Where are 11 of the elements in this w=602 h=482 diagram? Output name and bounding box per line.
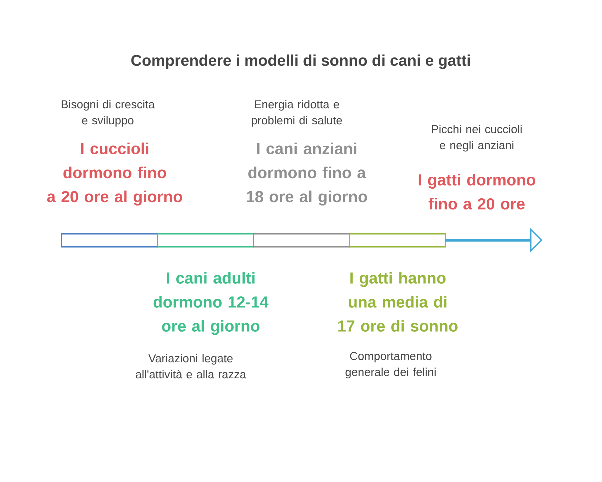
milestone-description: Variazioni legate all'attività e alla razza [136, 354, 246, 379]
milestone-description: Comportamento generale dei felini [346, 352, 436, 379]
milestone-description: Bisogni di crescita e sviluppo [62, 100, 155, 127]
milestone-heading: I gatti hanno una media di 17 ore di sonno [338, 272, 458, 332]
milestone-heading: I cani adulti dormono 12-14 ore al giorno [154, 272, 269, 336]
milestone-heading: I cuccioli dormono fino a 20 ore al giorno [47, 142, 182, 206]
title: Comprendere i modelli di sonno di cani e gatti [132, 54, 470, 70]
milestone-heading: I gatti dormono fino a 20 ore [418, 174, 536, 210]
milestone-description: Picchi nei cuccioli e negli anziani [432, 125, 522, 152]
milestone-heading: I cani anziani dormono fino a 18 ore al giorno [247, 142, 368, 206]
milestone-description: Energia ridotta e problemi di salute [252, 100, 342, 127]
